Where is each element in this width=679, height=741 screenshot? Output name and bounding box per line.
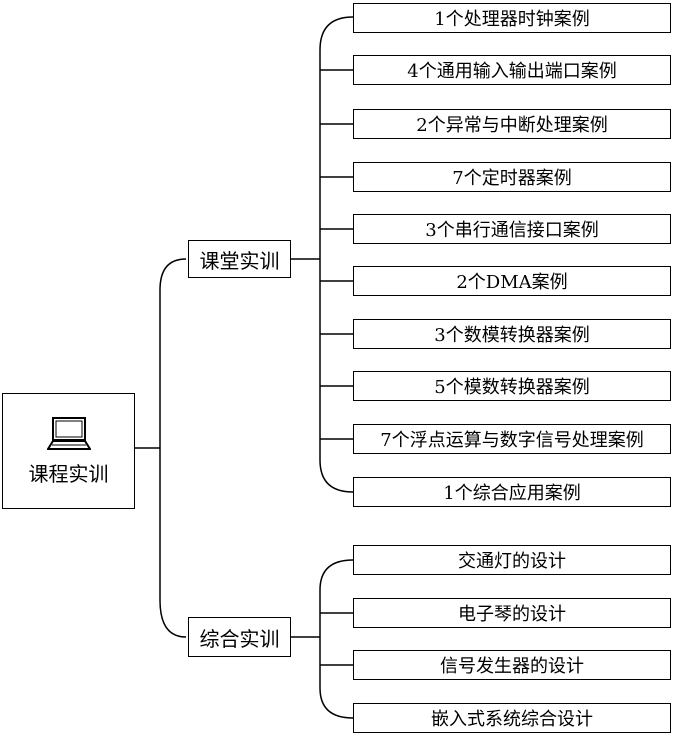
leaf-node: 信号发生器的设计 — [353, 650, 671, 680]
leaf-node: 2个异常与中断处理案例 — [353, 109, 671, 139]
leaf-node: 1个处理器时钟案例 — [353, 3, 671, 33]
leaf-node: 2个DMA案例 — [353, 266, 671, 296]
leaf-node: 4个通用输入输出端口案例 — [353, 55, 671, 85]
leaf-node: 1个综合应用案例 — [353, 477, 671, 507]
computer-icon — [46, 416, 91, 450]
leaf-node: 7个浮点运算与数字信号处理案例 — [353, 424, 671, 454]
leaf-node: 交通灯的设计 — [353, 545, 671, 575]
branch-node-comprehensive: 综合实训 — [188, 617, 291, 657]
root-label: 课程实训 — [28, 461, 109, 486]
leaf-node: 3个串行通信接口案例 — [353, 214, 671, 244]
branch-node-classroom: 课堂实训 — [188, 240, 291, 278]
root-node: 课程实训 — [2, 393, 135, 509]
leaf-node: 7个定时器案例 — [353, 162, 671, 192]
leaf-node: 嵌入式系统综合设计 — [353, 703, 671, 733]
leaf-node: 3个数模转换器案例 — [353, 319, 671, 349]
leaf-node: 电子琴的设计 — [353, 598, 671, 628]
leaf-node: 5个模数转换器案例 — [353, 371, 671, 401]
